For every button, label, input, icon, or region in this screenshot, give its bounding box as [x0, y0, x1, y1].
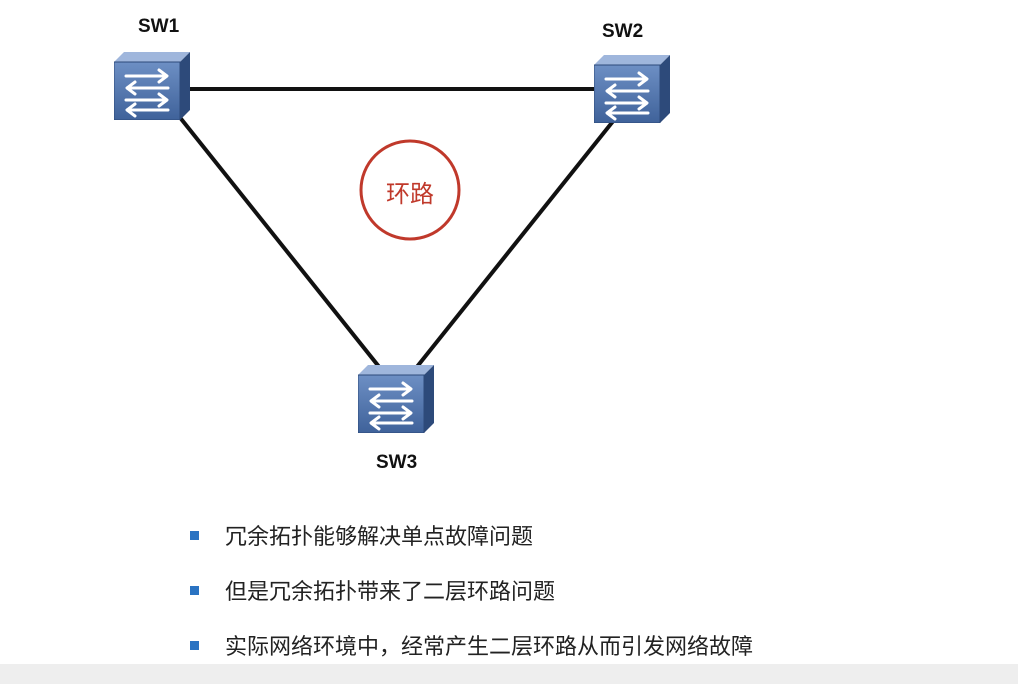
- sw1-label: SW1: [138, 16, 180, 37]
- loop-label: 环路: [386, 179, 434, 208]
- bullet-text: 冗余拓扑能够解决单点故障问题: [225, 525, 534, 550]
- bullet-list: 冗余拓扑能够解决单点故障问题 但是冗余拓扑带来了二层环路问题 实际网络环境中，经…: [190, 516, 753, 681]
- bullet-item: 实际网络环境中，经常产生二层环路从而引发网络故障: [190, 626, 753, 664]
- loop-circle: [359, 139, 461, 241]
- sw2-label: SW2: [602, 21, 644, 42]
- sw3-label: SW3: [376, 452, 418, 473]
- bottom-shade: [0, 664, 1018, 684]
- bullet-square-icon: [190, 585, 199, 595]
- bullet-item: 冗余拓扑能够解决单点故障问题: [190, 516, 753, 554]
- bullet-square-icon: [190, 640, 199, 650]
- bullet-item: 但是冗余拓扑带来了二层环路问题: [190, 571, 753, 609]
- bullet-text: 但是冗余拓扑带来了二层环路问题: [225, 580, 556, 605]
- link-sw1-sw3: [176, 113, 390, 380]
- link-sw2-sw3: [406, 113, 620, 380]
- sw1-switch-icon[interactable]: [114, 52, 190, 120]
- sw3-switch-icon[interactable]: [358, 365, 434, 433]
- sw2-switch-icon[interactable]: [594, 55, 670, 123]
- bullet-square-icon: [190, 530, 199, 540]
- bullet-text: 实际网络环境中，经常产生二层环路从而引发网络故障: [225, 635, 754, 660]
